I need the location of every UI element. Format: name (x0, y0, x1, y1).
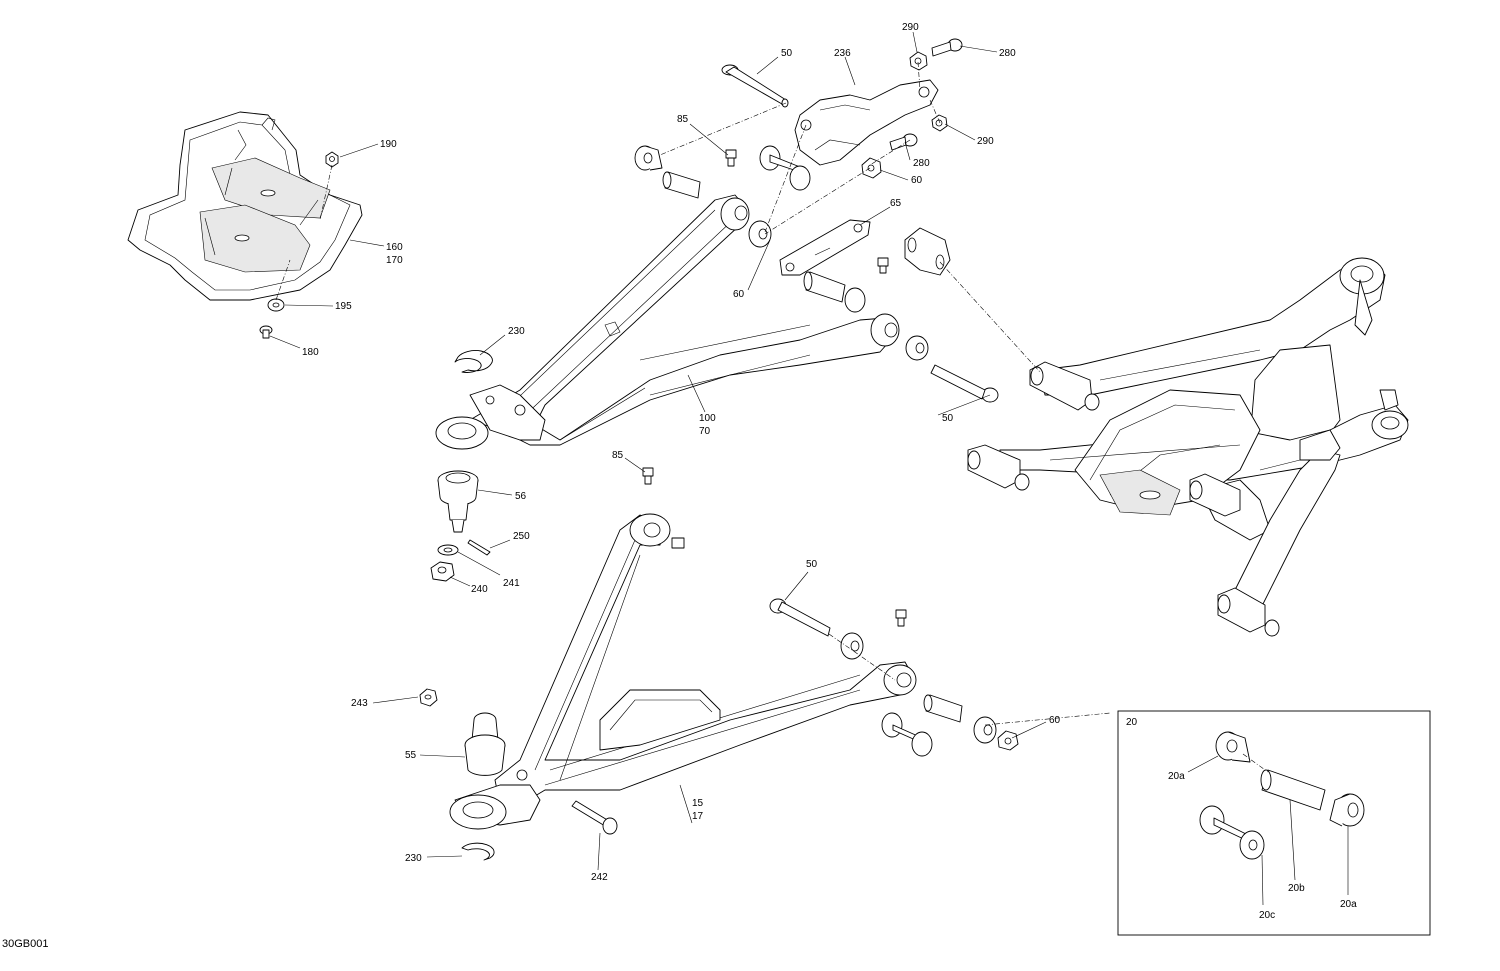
callout-labels: 50 236 290 280 85 290 280 60 65 60 190 1… (2, 22, 1357, 950)
callout-85-upper: 85 (677, 114, 689, 125)
bushing-upper-rear (803, 271, 929, 361)
bushing-20a-left (1215, 731, 1251, 763)
callout-50-lower: 50 (806, 559, 818, 570)
callout-160: 160 (386, 242, 403, 253)
ball-joint-55 (464, 712, 506, 776)
nut-240 (430, 561, 455, 582)
shield-washer-upper (759, 145, 811, 191)
callout-230-lower: 230 (405, 853, 422, 864)
callout-280-mid: 280 (913, 158, 930, 169)
shield-washer-lower (881, 712, 933, 757)
bolt-50-upper-rear (930, 364, 999, 403)
grease-fitting-85-upper (725, 149, 737, 167)
callout-20a-left: 20a (1168, 771, 1185, 782)
inset-box-20 (1117, 710, 1431, 936)
lower-a-arm (449, 513, 917, 830)
nut-290-top (909, 51, 928, 71)
callout-56: 56 (515, 491, 527, 502)
inset-frame (1117, 710, 1431, 936)
assembled-suspension-view (967, 257, 1409, 637)
callout-280-top: 280 (999, 48, 1016, 59)
callout-60-lower: 60 (1049, 715, 1061, 726)
skid-plate (127, 111, 363, 301)
inset-label-20: 20 (1126, 717, 1138, 728)
callout-243: 243 (351, 698, 368, 709)
sleeve-20b (1260, 769, 1326, 811)
bolt-50-upper-front (721, 64, 789, 108)
bushing-upper-front (634, 145, 772, 248)
callout-70: 70 (699, 426, 711, 437)
upper-a-arm (435, 194, 900, 450)
callout-17: 17 (692, 811, 704, 822)
callout-230-upper: 230 (508, 326, 525, 337)
leader-lines (269, 31, 1349, 906)
bracket-236 (794, 79, 939, 166)
bushing-lower-front (840, 632, 864, 660)
bushing-lower-rear (923, 694, 997, 744)
washer-241 (437, 544, 459, 556)
callout-85-lower: 85 (612, 450, 624, 461)
callout-242: 242 (591, 872, 608, 883)
callout-190: 190 (380, 139, 397, 150)
callout-195: 195 (335, 301, 352, 312)
bolt-280-top (931, 38, 963, 57)
nut-60-upper (861, 157, 882, 179)
callout-20b: 20b (1288, 883, 1305, 894)
callout-170: 170 (386, 255, 403, 266)
alignment-lines (275, 61, 1269, 773)
grease-fitting-lower-rear (895, 609, 907, 627)
callout-20c: 20c (1259, 910, 1275, 921)
callout-60-upper: 60 (911, 175, 923, 186)
callout-60-upper-rear: 60 (733, 289, 745, 300)
callout-250: 250 (513, 531, 530, 542)
ball-joint-56 (437, 470, 479, 533)
nut-60-lower (997, 730, 1019, 751)
callout-50-top: 50 (781, 48, 793, 59)
nut-190 (325, 151, 339, 168)
callout-20a-right: 20a (1340, 899, 1357, 910)
callout-180: 180 (302, 347, 319, 358)
bolt-242 (571, 800, 618, 835)
shield-washer-20c (1199, 805, 1265, 860)
grease-fitting-upper-rear (877, 257, 889, 274)
nut-290-mid (931, 114, 948, 132)
diagram-code: 30GB001 (2, 938, 48, 950)
callout-65: 65 (890, 198, 902, 209)
callout-50-upper-rear: 50 (942, 413, 954, 424)
washer-195 (267, 298, 285, 312)
nut-243 (419, 688, 438, 707)
callout-290-mid: 290 (977, 136, 994, 147)
callout-100: 100 (699, 413, 716, 424)
callout-236: 236 (834, 48, 851, 59)
grease-fitting-85-lower (642, 467, 654, 485)
callout-241: 241 (503, 578, 520, 589)
plate-65 (779, 219, 871, 276)
bolt-50-lower (769, 598, 831, 637)
screw-180 (259, 325, 273, 339)
circlip-230-lower (461, 842, 495, 861)
bushing-20a-right (1329, 793, 1365, 827)
callout-290-top: 290 (902, 22, 919, 33)
callout-240: 240 (471, 584, 488, 595)
circlip-230-upper (454, 350, 494, 373)
cotter-pin-250 (467, 539, 491, 556)
callout-15: 15 (692, 798, 704, 809)
bracket-upper-rear (904, 227, 951, 276)
bolt-280-mid (889, 133, 918, 151)
callout-55: 55 (405, 750, 417, 761)
